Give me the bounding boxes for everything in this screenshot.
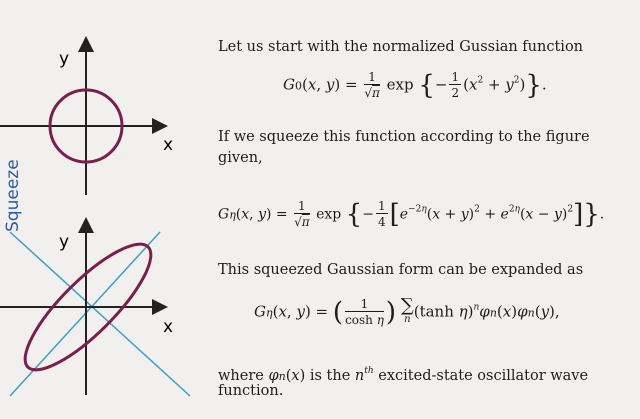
expand-line: This squeezed Gaussian form can be expan… [218,262,584,278]
top-x-label: x [163,135,173,155]
bottom-x-label: x [163,317,173,337]
squeeze-figure: y x Squeeze y x [0,36,191,397]
intro-line: Let us start with the normalized Gussian… [218,39,584,55]
squeeze-line-2: given, [218,150,263,166]
where-line: where φn(x) is the nth excited-state osc… [218,366,589,384]
bottom-ellipse [23,242,153,372]
bottom-y-label: y [59,232,69,252]
top-y-label: y [59,49,69,69]
bottom-diagonal-1 [9,231,191,397]
squeeze-line-1: If we squeeze this function according to… [218,129,590,145]
squeeze-label: Squeeze [3,159,23,232]
top-diagram: y x [0,36,173,195]
function-line: function. [218,383,284,399]
top-circle [48,88,124,164]
bottom-diagram: y x [0,217,191,397]
